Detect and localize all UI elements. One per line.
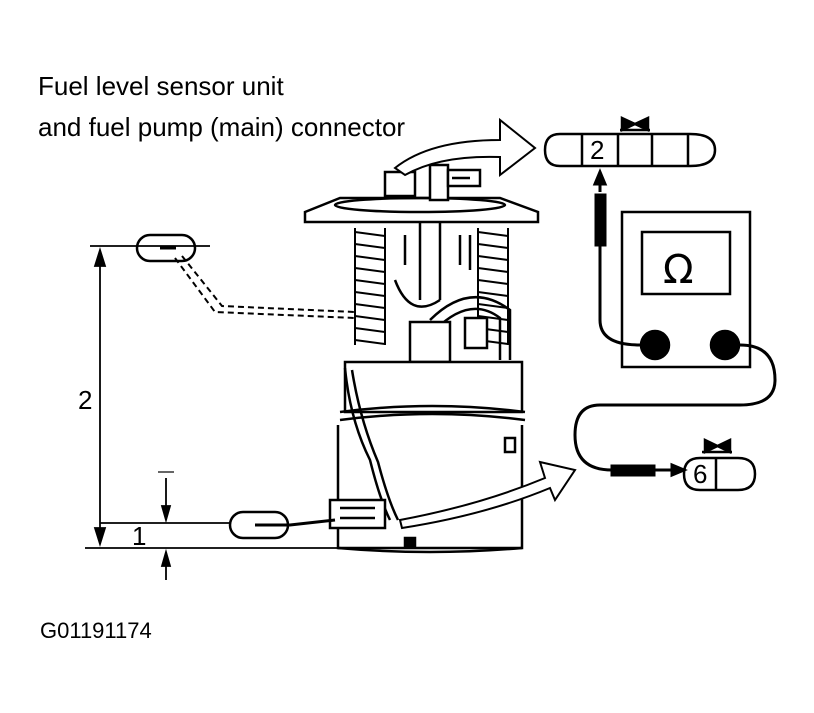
- fuel-pump-assembly: [303, 163, 540, 554]
- connector-arrows: [393, 117, 577, 530]
- connector-top: [543, 116, 717, 168]
- float-arm-dashed: [174, 255, 356, 319]
- ohmmeter: [620, 210, 752, 369]
- lower-float: [228, 510, 336, 540]
- left-spring: [354, 228, 386, 345]
- ohm-symbol: Ω: [663, 247, 694, 293]
- caption-line-1: Fuel level sensor unit: [38, 71, 284, 101]
- test-leads: [573, 168, 777, 478]
- connector-bottom: [682, 438, 757, 492]
- connector-top-pin-label: 2: [590, 135, 605, 165]
- dimension-lines: [85, 245, 340, 580]
- dimension-label-lower: 1: [132, 521, 147, 551]
- reference-code: G01191174: [40, 618, 152, 643]
- caption-line-2: and fuel pump (main) connector: [38, 112, 406, 142]
- connector-bottom-pin-label: 6: [693, 459, 708, 489]
- upper-float: [135, 233, 197, 263]
- dimension-label-upper: 2: [78, 385, 93, 415]
